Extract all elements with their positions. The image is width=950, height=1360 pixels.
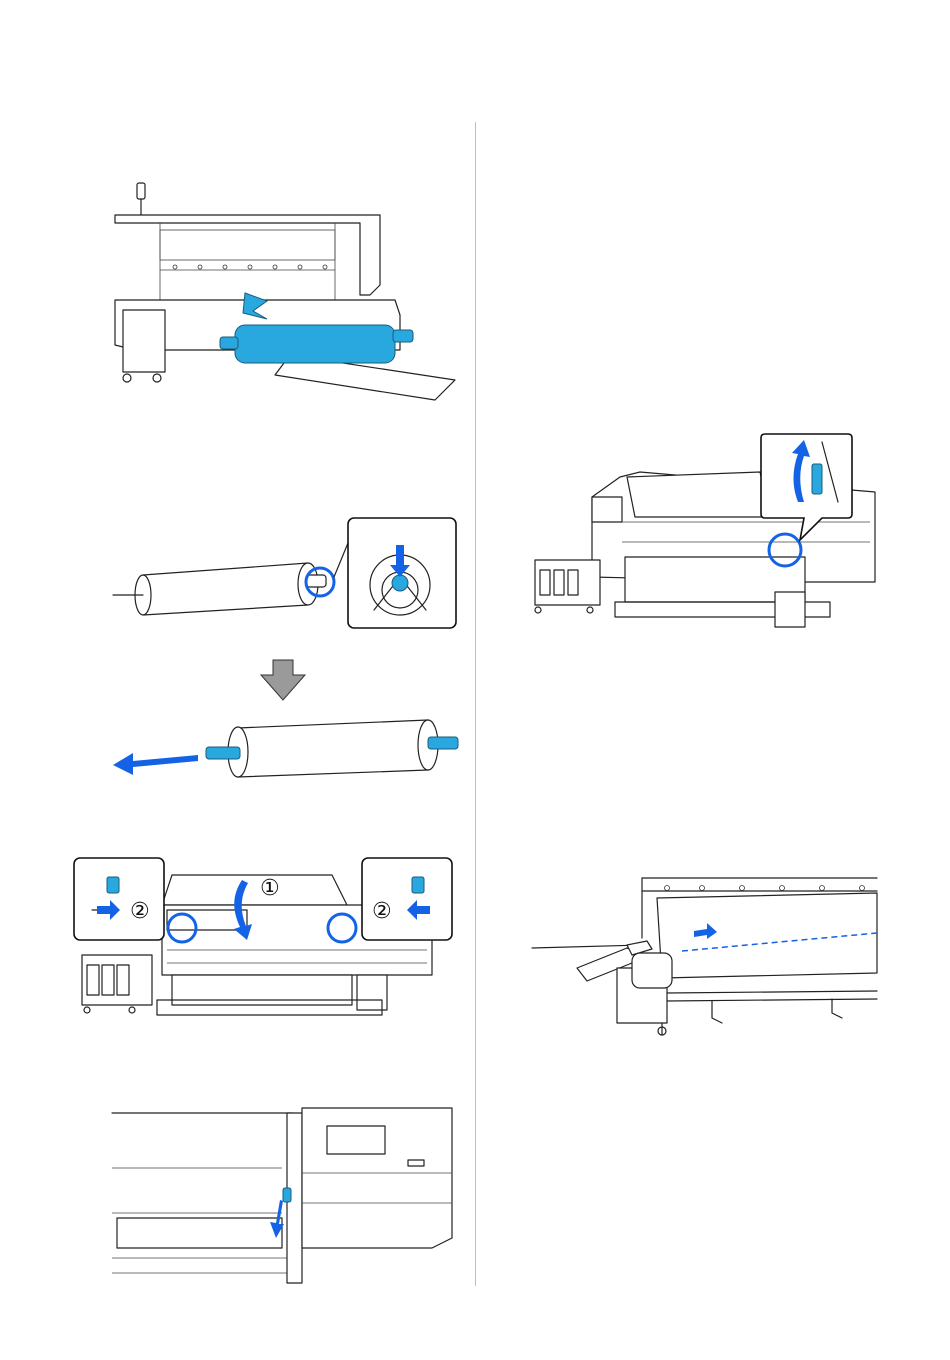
fig-raise-load-lever [530, 432, 880, 632]
step-marker-2-left: ② [130, 899, 150, 924]
fig-lower-pressure-lever: ① ② ② [72, 855, 457, 1030]
column-divider [475, 122, 476, 1286]
fig-cut-media [532, 873, 877, 1048]
step-marker-1: ① [260, 876, 280, 901]
step-down-arrow [261, 660, 305, 700]
step-marker-2-right: ② [372, 899, 392, 924]
fig-remove-core-holder [108, 515, 458, 785]
fig-insert-roll-core [105, 175, 465, 400]
fig-lower-load-lever [112, 1108, 457, 1283]
